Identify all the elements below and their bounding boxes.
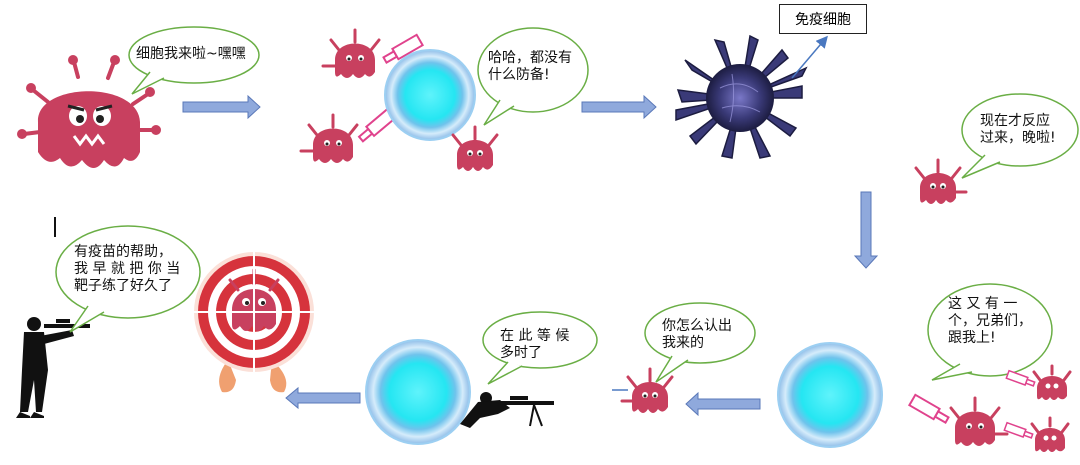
cell-icon xyxy=(777,342,883,448)
virus-knife-icon xyxy=(907,393,1009,446)
speech-text-6: 在 此 等 候 多时了 xyxy=(500,328,570,361)
virus-knife-icon xyxy=(321,28,425,78)
sniper-prone-icon xyxy=(460,392,554,428)
speech-bubble-7 xyxy=(55,225,201,333)
text-cursor xyxy=(54,217,56,237)
speech-text-4: 这 又 有 一 个，兄弟们， 跟我上! xyxy=(948,296,1032,346)
target-virus-icon xyxy=(194,252,314,393)
virus-knife-icon xyxy=(1005,364,1072,400)
virus-small-icon xyxy=(914,158,968,204)
virus-small-icon xyxy=(451,125,499,171)
speech-bubble-4 xyxy=(927,283,1053,381)
flow-arrow-2 xyxy=(581,94,657,120)
speech-bubble-6 xyxy=(482,311,598,385)
flow-arrow-4 xyxy=(685,391,761,417)
virus-knife-icon xyxy=(299,107,397,163)
immune-cell-label-text: 免疫细胞 xyxy=(795,12,851,28)
immune-cell-icon xyxy=(675,34,808,159)
flow-arrow-1 xyxy=(182,94,261,120)
virus-knife-icon xyxy=(1003,416,1070,452)
speech-bubble-3 xyxy=(961,93,1079,179)
flow-arrow-3 xyxy=(853,191,879,269)
flow-arrow-5 xyxy=(285,386,361,410)
virus-large-icon xyxy=(17,55,161,169)
speech-text-3: 现在才反应 过来，晚啦! xyxy=(980,113,1056,146)
immune-cell-label: 免疫细胞 xyxy=(779,4,867,34)
speech-bubble-1 xyxy=(128,26,260,95)
cell-icon xyxy=(365,339,471,445)
speech-text-1: 细胞我来啦~嘿嘿 xyxy=(136,46,246,62)
speech-bubble-5 xyxy=(644,302,756,383)
virus-small-icon xyxy=(620,367,674,413)
speech-bubble-2 xyxy=(477,27,589,126)
shooter-standing-icon xyxy=(16,317,90,418)
speech-text-2: 哈哈，都没有 什么防备! xyxy=(488,50,572,83)
cell-icon xyxy=(384,49,476,141)
speech-text-5: 你怎么认出 我来的 xyxy=(662,318,732,351)
speech-text-7: 有疫苗的帮助， 我 早 就 把 你 当 靶子练了好久了 xyxy=(74,244,181,294)
